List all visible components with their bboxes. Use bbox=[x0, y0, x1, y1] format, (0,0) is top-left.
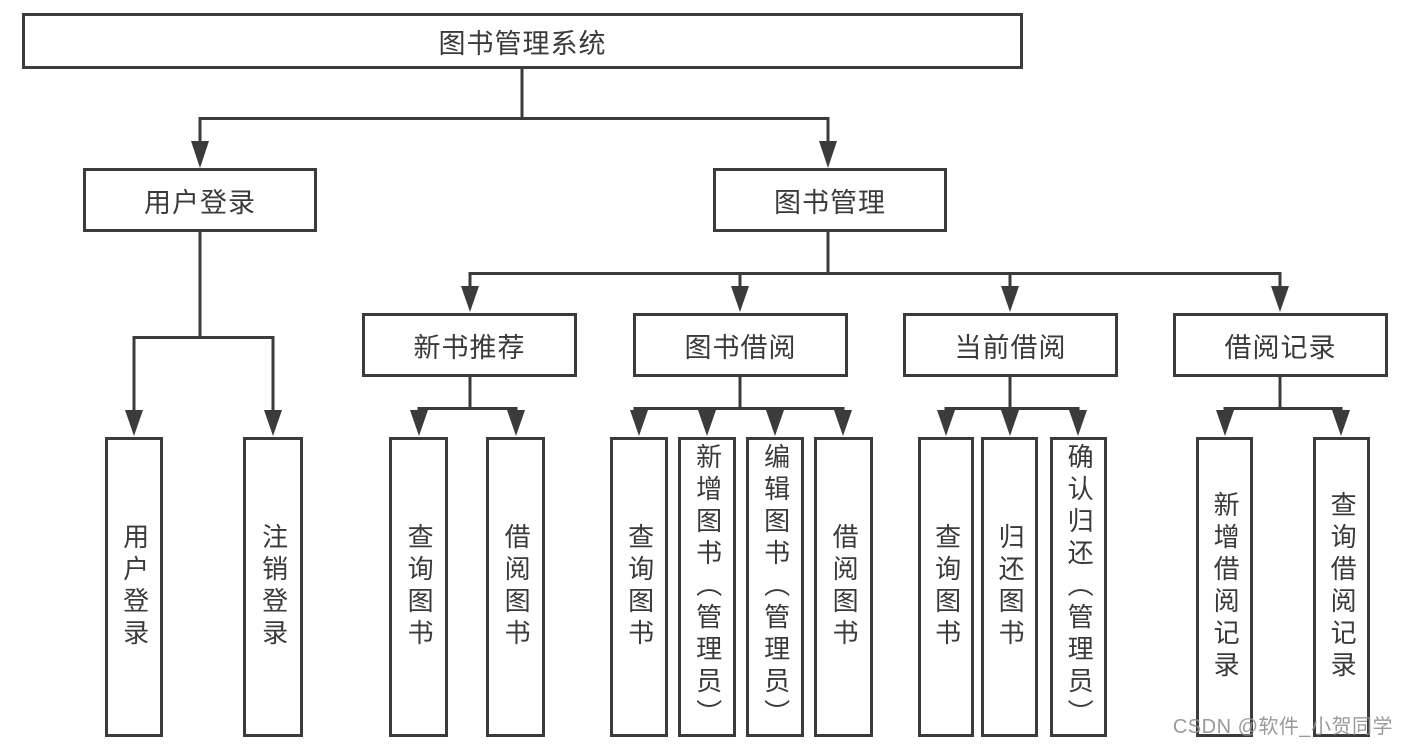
node-current-borrow-label: 当前借阅 bbox=[954, 332, 1067, 363]
arrow-icon bbox=[698, 410, 716, 436]
arrow-icon bbox=[1332, 410, 1350, 436]
leaf-add-borrow-record-label: 新增借阅记录 bbox=[1210, 491, 1241, 683]
node-book-management-label: 图书管理 bbox=[774, 187, 886, 218]
arrow-icon bbox=[191, 141, 209, 168]
arrow-icon bbox=[1001, 286, 1019, 312]
leaf-user-login-label: 用户登录 bbox=[119, 523, 150, 651]
leaf-borrow-books-2: 借阅图书 bbox=[814, 437, 873, 737]
leaf-query-books-1: 查询图书 bbox=[389, 437, 448, 737]
node-new-book-recommend-label: 新书推荐 bbox=[413, 332, 526, 363]
leaf-borrow-books-1-label: 借阅图书 bbox=[501, 523, 532, 651]
leaf-edit-books-admin: 编辑图书（管理员） bbox=[746, 437, 804, 737]
arrow-icon bbox=[264, 410, 282, 436]
leaf-confirm-return-admin: 确认归还（管理员） bbox=[1050, 437, 1107, 737]
connector-bookmgmt-to-level3 bbox=[468, 232, 1282, 288]
arrow-icon bbox=[766, 410, 784, 436]
leaf-user-login: 用户登录 bbox=[105, 437, 163, 737]
arrow-icon bbox=[630, 410, 648, 436]
leaf-query-books-2: 查询图书 bbox=[610, 437, 668, 737]
node-book-borrow-label: 图书借阅 bbox=[684, 332, 797, 363]
leaf-logout-label: 注销登录 bbox=[258, 523, 289, 651]
leaf-query-borrow-record-label: 查询借阅记录 bbox=[1327, 491, 1358, 683]
leaf-query-books-2-label: 查询图书 bbox=[624, 523, 655, 651]
connector-root-to-level2 bbox=[198, 69, 830, 144]
leaf-edit-books-admin-label: 编辑图书（管理员） bbox=[760, 443, 791, 731]
arrow-icon bbox=[819, 141, 837, 168]
arrow-icon bbox=[937, 410, 955, 436]
leaf-confirm-return-admin-label: 确认归还（管理员） bbox=[1064, 443, 1095, 731]
connector-current-fork bbox=[944, 377, 1080, 410]
connector-borrow-fork bbox=[633, 377, 845, 412]
arrow-icon bbox=[125, 410, 143, 436]
node-user-login: 用户登录 bbox=[83, 168, 317, 232]
leaf-add-borrow-record: 新增借阅记录 bbox=[1196, 437, 1253, 737]
csdn-watermark: CSDN @软件_小贺同学 bbox=[1172, 716, 1393, 738]
leaf-add-books-admin-label: 新增图书（管理员） bbox=[692, 443, 723, 731]
leaf-add-books-admin: 新增图书（管理员） bbox=[678, 437, 736, 737]
node-root: 图书管理系统 bbox=[22, 13, 1023, 69]
leaf-return-books-label: 归还图书 bbox=[995, 523, 1026, 651]
arrow-icon bbox=[410, 410, 428, 436]
leaf-query-borrow-record: 查询借阅记录 bbox=[1313, 437, 1370, 737]
node-book-borrow: 图书借阅 bbox=[633, 313, 848, 377]
node-user-login-label: 用户登录 bbox=[144, 187, 256, 218]
arrow-icon bbox=[834, 410, 852, 436]
arrow-icon bbox=[731, 286, 749, 312]
node-borrow-records: 借阅记录 bbox=[1173, 313, 1388, 377]
leaf-return-books: 归还图书 bbox=[981, 437, 1038, 737]
connector-userlogin-to-leaves bbox=[132, 232, 275, 412]
leaf-query-books-1-label: 查询图书 bbox=[404, 523, 435, 651]
leaf-logout: 注销登录 bbox=[243, 437, 303, 737]
leaf-borrow-books-1: 借阅图书 bbox=[486, 437, 545, 737]
node-new-book-recommend: 新书推荐 bbox=[362, 313, 577, 377]
leaf-borrow-books-2-label: 借阅图书 bbox=[829, 523, 860, 651]
arrow-icon bbox=[461, 286, 479, 312]
node-borrow-records-label: 借阅记录 bbox=[1224, 332, 1337, 363]
leaf-query-books-3-label: 查询图书 bbox=[931, 523, 962, 651]
node-current-borrow: 当前借阅 bbox=[903, 313, 1118, 377]
connector-newbooks-fork bbox=[417, 377, 518, 410]
leaf-query-books-3: 查询图书 bbox=[918, 437, 974, 737]
connector-records-fork bbox=[1223, 377, 1343, 410]
node-book-management: 图书管理 bbox=[713, 168, 947, 232]
arrowheads bbox=[125, 141, 1350, 436]
arrow-icon bbox=[507, 410, 525, 436]
node-root-label: 图书管理系统 bbox=[438, 28, 607, 59]
arrow-icon bbox=[1069, 410, 1087, 436]
arrow-icon bbox=[1216, 410, 1234, 436]
arrow-icon bbox=[1271, 286, 1289, 312]
arrow-icon bbox=[1001, 410, 1019, 436]
